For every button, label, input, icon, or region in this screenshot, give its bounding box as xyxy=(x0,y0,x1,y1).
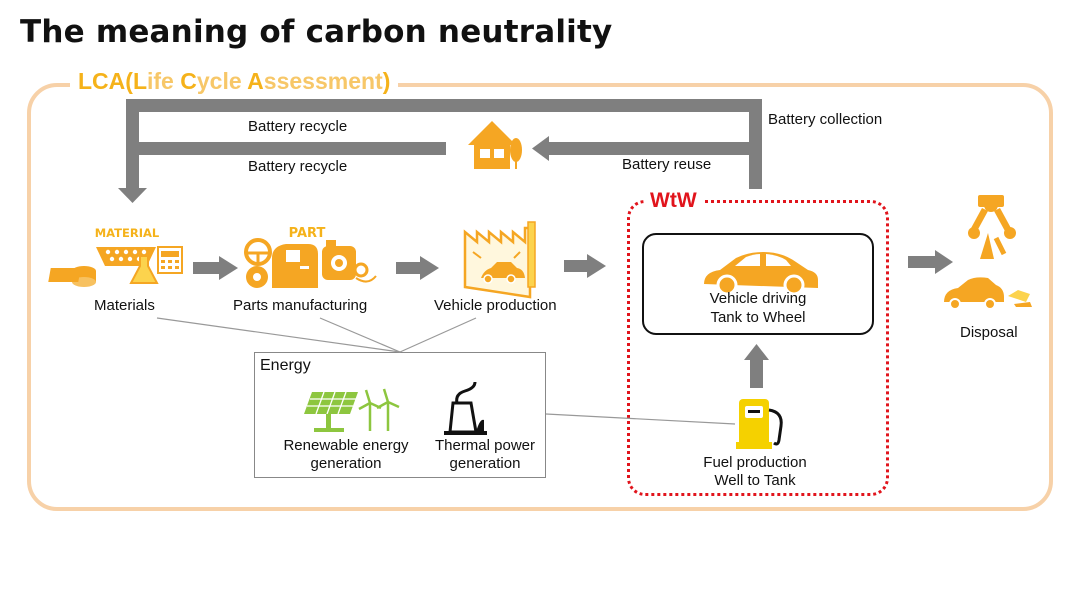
battery-loop-arrows xyxy=(118,99,762,203)
arrow-parts-to-vehicle xyxy=(396,256,439,280)
tank-to-wheel-box xyxy=(642,233,874,335)
battery-reuse-arrowhead xyxy=(532,136,549,161)
lca-title-text: LCA(Life Cycle Assessment) xyxy=(78,68,391,94)
parts-manufacturing-label: Parts manufacturing xyxy=(233,297,368,314)
materials-label: Materials xyxy=(94,297,155,314)
vehicle-production-label: Vehicle production xyxy=(434,297,557,314)
well-to-tank-label: Well to Tank xyxy=(714,472,796,489)
disposal-label: Disposal xyxy=(960,324,1018,341)
wtw-title: WtW xyxy=(644,189,703,213)
disposal-robot-icon xyxy=(944,195,1032,310)
battery-recycle-label-2: Battery recycle xyxy=(248,158,348,175)
renewable-label-2: generation xyxy=(310,455,382,472)
material-icon-text: MATERIAL xyxy=(95,226,160,240)
fuel-pump-icon xyxy=(736,399,783,449)
tank-to-wheel-label: Tank to Wheel xyxy=(710,309,806,326)
arrow-vehicle-to-wtw xyxy=(564,254,606,278)
flow-arrows xyxy=(193,250,953,388)
energy-label: Energy xyxy=(260,357,311,374)
factory-icon xyxy=(463,221,536,299)
part-icon-text: PART xyxy=(289,226,326,241)
battery-recycle-label-1: Battery recycle xyxy=(248,118,348,135)
renewable-label-1: Renewable energy xyxy=(283,437,409,454)
vehicle-driving-label: Vehicle driving xyxy=(709,290,807,307)
lca-title: LCA(Life Cycle Assessment) xyxy=(70,68,399,95)
battery-recycle-top-line xyxy=(126,99,762,112)
energy-connector-lines xyxy=(156,317,736,425)
battery-recycle-lower-line xyxy=(126,142,446,155)
thermal-plant-icon xyxy=(444,381,487,435)
parts-icon: PART xyxy=(244,226,377,288)
arrow-wtw-to-disposal xyxy=(908,250,953,274)
car-icon xyxy=(704,252,818,296)
lca-frame xyxy=(27,83,1053,511)
battery-recycle-arrowhead xyxy=(118,188,147,203)
arrow-materials-to-parts xyxy=(193,256,238,280)
arrow-fuel-to-driving xyxy=(744,344,769,388)
thermal-label-1: Thermal power xyxy=(434,437,536,454)
thermal-label-2: generation xyxy=(449,455,521,472)
battery-reuse-label: Battery reuse xyxy=(622,156,712,173)
solar-panel-icon xyxy=(304,391,358,432)
wtw-frame xyxy=(627,200,889,496)
energy-box xyxy=(254,352,546,478)
house-icon xyxy=(468,121,522,169)
page-title: The meaning of carbon neutrality xyxy=(20,14,613,50)
materials-icon: MATERIAL xyxy=(48,226,183,287)
fuel-production-label: Fuel production xyxy=(703,454,807,471)
battery-reuse-line xyxy=(548,142,762,155)
wind-turbine-icon xyxy=(358,388,400,431)
battery-collection-label: Battery collection xyxy=(768,111,883,128)
